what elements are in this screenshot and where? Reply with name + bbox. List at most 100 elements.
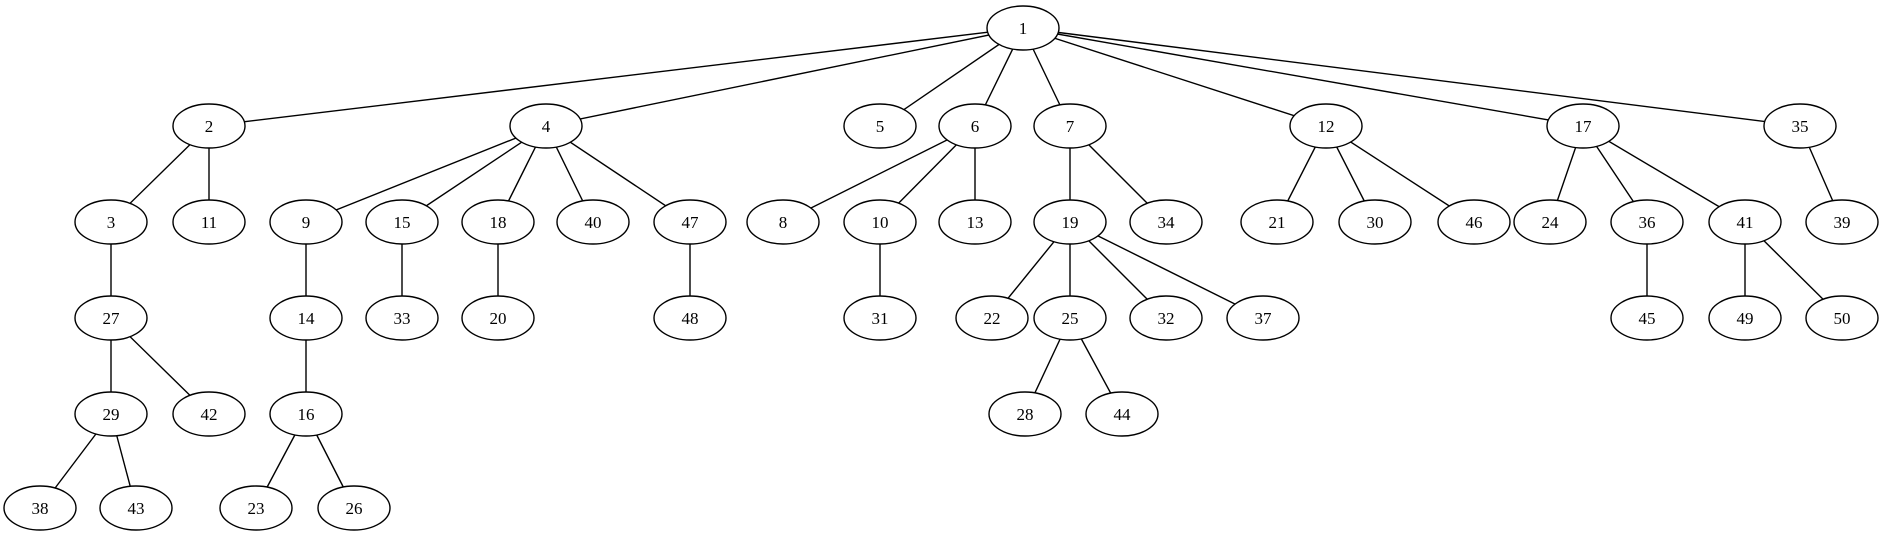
node-5: 5: [843, 103, 917, 149]
node-label: 7: [1066, 117, 1075, 136]
node-42: 42: [172, 391, 246, 437]
node-30: 30: [1338, 199, 1412, 245]
node-26: 26: [317, 485, 391, 531]
node-label: 37: [1255, 309, 1273, 328]
node-label: 38: [32, 499, 49, 518]
node-label: 49: [1737, 309, 1754, 328]
node-label: 47: [682, 213, 700, 232]
node-ellipse: [1240, 199, 1314, 245]
node-ellipse: [556, 199, 630, 245]
edge-17-41: [1582, 125, 1746, 223]
node-ellipse: [269, 295, 343, 341]
node-ellipse: [1226, 295, 1300, 341]
node-1: 1: [986, 5, 1060, 51]
node-ellipse: [938, 199, 1012, 245]
node-ellipse: [1289, 103, 1363, 149]
node-ellipse: [1033, 103, 1107, 149]
node-ellipse: [843, 295, 917, 341]
node-2: 2: [172, 103, 246, 149]
node-label: 6: [971, 117, 980, 136]
node-ellipse: [653, 295, 727, 341]
node-label: 41: [1737, 213, 1754, 232]
node-24: 24: [1513, 199, 1587, 245]
node-label: 15: [394, 213, 411, 232]
node-ellipse: [746, 199, 820, 245]
node-label: 12: [1318, 117, 1335, 136]
edge-6-8: [782, 125, 976, 223]
node-ellipse: [1085, 391, 1159, 437]
node-label: 5: [876, 117, 885, 136]
node-label: 42: [201, 405, 218, 424]
node-label: 24: [1542, 213, 1560, 232]
node-ellipse: [1805, 199, 1879, 245]
node-ellipse: [955, 295, 1029, 341]
node-label: 23: [248, 499, 265, 518]
node-ellipse: [172, 103, 246, 149]
edge-1-12: [1022, 27, 1327, 127]
node-25: 25: [1033, 295, 1107, 341]
node-label: 46: [1466, 213, 1483, 232]
node-40: 40: [556, 199, 630, 245]
node-label: 39: [1834, 213, 1851, 232]
node-27: 27: [74, 295, 148, 341]
node-50: 50: [1805, 295, 1879, 341]
node-label: 50: [1834, 309, 1851, 328]
node-label: 13: [967, 213, 984, 232]
node-35: 35: [1763, 103, 1837, 149]
node-ellipse: [1708, 199, 1782, 245]
node-ellipse: [843, 199, 917, 245]
node-39: 39: [1805, 199, 1879, 245]
edge-1-35: [1022, 27, 1801, 127]
node-label: 10: [872, 213, 889, 232]
node-28: 28: [988, 391, 1062, 437]
node-ellipse: [1610, 199, 1684, 245]
node-label: 30: [1367, 213, 1384, 232]
node-ellipse: [1033, 295, 1107, 341]
node-ellipse: [1513, 199, 1587, 245]
edge-4-9: [305, 125, 547, 223]
node-label: 26: [346, 499, 363, 518]
node-20: 20: [461, 295, 535, 341]
node-label: 32: [1158, 309, 1175, 328]
node-12: 12: [1289, 103, 1363, 149]
node-label: 44: [1114, 405, 1132, 424]
node-label: 2: [205, 117, 214, 136]
node-label: 28: [1017, 405, 1034, 424]
node-32: 32: [1129, 295, 1203, 341]
node-14: 14: [269, 295, 343, 341]
node-label: 20: [490, 309, 507, 328]
node-48: 48: [653, 295, 727, 341]
node-label: 11: [201, 213, 217, 232]
node-ellipse: [938, 103, 1012, 149]
node-ellipse: [1129, 199, 1203, 245]
node-44: 44: [1085, 391, 1159, 437]
edge-1-2: [208, 27, 1024, 127]
node-ellipse: [317, 485, 391, 531]
node-19: 19: [1033, 199, 1107, 245]
node-label: 1: [1019, 19, 1028, 38]
node-ellipse: [365, 199, 439, 245]
node-15: 15: [365, 199, 439, 245]
node-ellipse: [1610, 295, 1684, 341]
node-label: 45: [1639, 309, 1656, 328]
node-label: 29: [103, 405, 120, 424]
node-11: 11: [172, 199, 246, 245]
node-3: 3: [74, 199, 148, 245]
node-label: 22: [984, 309, 1001, 328]
node-6: 6: [938, 103, 1012, 149]
node-21: 21: [1240, 199, 1314, 245]
node-label: 8: [779, 213, 788, 232]
node-label: 25: [1062, 309, 1079, 328]
node-label: 19: [1062, 213, 1079, 232]
node-22: 22: [955, 295, 1029, 341]
node-ellipse: [1708, 295, 1782, 341]
node-8: 8: [746, 199, 820, 245]
node-ellipse: [1805, 295, 1879, 341]
node-ellipse: [986, 5, 1060, 51]
node-47: 47: [653, 199, 727, 245]
node-label: 48: [682, 309, 699, 328]
node-16: 16: [269, 391, 343, 437]
node-label: 3: [107, 213, 116, 232]
node-17: 17: [1546, 103, 1620, 149]
